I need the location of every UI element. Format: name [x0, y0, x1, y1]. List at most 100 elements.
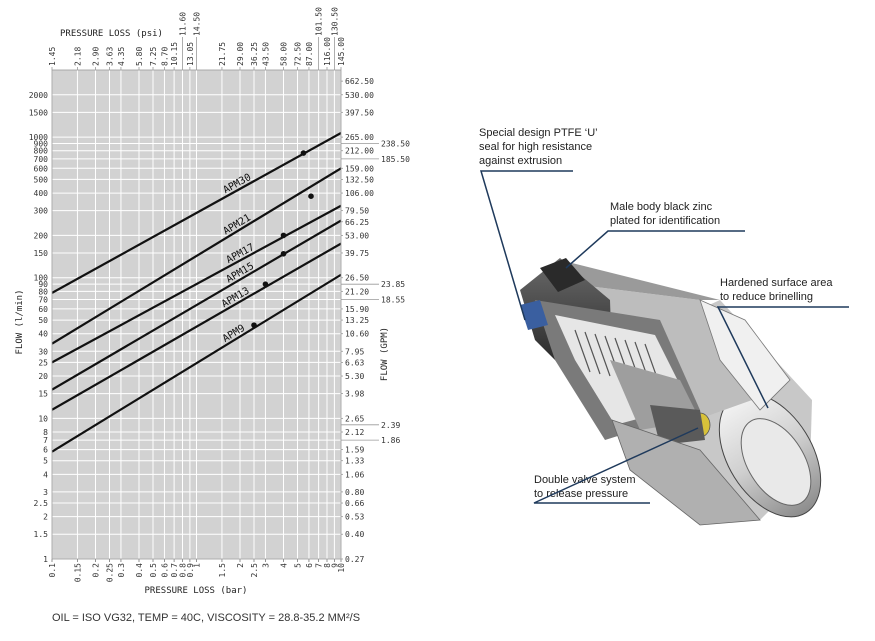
x-tick-label: 2.5: [250, 563, 259, 578]
series-line-apm15: [52, 219, 341, 391]
callout-male-body-line-1: Male body black zinc: [610, 201, 713, 213]
x-tick-label: 0.15: [73, 563, 82, 582]
y2-tick-label: 132.50: [345, 175, 374, 184]
x2-tick-label: 7.25: [149, 47, 158, 66]
series-markers: [251, 150, 314, 328]
x2-tick-label: 14.50: [193, 12, 202, 36]
x2-tick-label: 11.60: [178, 12, 187, 36]
y-tick-label: 600: [34, 164, 49, 173]
callout-ptfe-seal-line-2: seal for high resistance: [479, 141, 592, 153]
series-line-apm30: [52, 132, 341, 294]
x-tick-label: 0.1: [48, 563, 57, 578]
x2-tick-label: 1.45: [48, 47, 57, 66]
x-tick-label: 1: [193, 563, 202, 568]
y-tick-label: 80: [38, 287, 48, 296]
y2-tick-label: 212.00: [345, 147, 374, 156]
y2-tick-label: 79.50: [345, 207, 369, 216]
x-tick-label: 9: [330, 563, 339, 568]
x2-tick-label: 116.00: [323, 37, 332, 66]
callout-male-body-line-2: plated for identification: [610, 215, 720, 227]
y2-tick-label: 39.75: [345, 249, 369, 258]
x2-tick-label: 72.50: [294, 42, 303, 66]
quick-coupling-cutaway-icon: [520, 258, 822, 526]
y-tick-label: 2: [43, 513, 48, 522]
x-tick-label: 0.2: [91, 563, 100, 578]
y2-tick-label: 1.33: [345, 457, 364, 466]
y2-tick-label: 397.50: [345, 108, 374, 117]
x2-tick-label: 101.50: [315, 7, 324, 36]
y2-tick-label: 2.65: [345, 414, 364, 423]
y2-tick-label: 265.00: [345, 133, 374, 142]
y-tick-label: 2000: [29, 91, 48, 100]
x-tick-label: 1.5: [218, 563, 227, 578]
y2-tick-label: 13.25: [345, 316, 369, 325]
series-marker-apm15: [280, 250, 287, 257]
callout-ptfe-seal: Special design PTFE ‘U’ seal for high re…: [479, 127, 598, 321]
y-tick-label: 3: [43, 488, 48, 497]
callout-male-body: Male body black zinc plated for identifi…: [565, 201, 745, 269]
test-conditions-note: OIL = ISO VG32, TEMP = 40C, VISCOSITY = …: [52, 612, 361, 624]
y-tick-label: 20: [38, 372, 48, 381]
y-tick-label: 1000: [29, 133, 48, 142]
y-tick-label: 700: [34, 155, 49, 164]
callout-hardened-surface: Hardened surface area to reduce brinelli…: [716, 277, 849, 409]
x2-tick-label: 36.25: [250, 42, 259, 66]
y-tick-label: 90: [38, 280, 48, 289]
y-tick-label: 70: [38, 296, 48, 305]
y2-tick-label: 66.25: [345, 218, 369, 227]
series-marker-apm30: [300, 150, 307, 156]
series-line-apm21: [52, 167, 341, 345]
y2-tick-label: 1.86: [381, 436, 400, 445]
y-tick-label: 150: [34, 249, 49, 258]
series-line-apm17: [52, 204, 341, 364]
y2-tick-label: 185.50: [381, 155, 410, 164]
x2-tick-label: 10.15: [170, 42, 179, 66]
y2-axis-title: FLOW (GPM): [380, 327, 390, 381]
x2-tick-label: 3.63: [106, 47, 115, 66]
series-marker-apm17: [280, 232, 287, 239]
y2-tick-label: 0.80: [345, 488, 364, 497]
y-tick-label: 500: [34, 175, 49, 184]
y2-tick-label: 0.53: [345, 513, 364, 522]
x-tick-label: 0.9: [186, 563, 195, 578]
x-tick-label: 10: [337, 563, 346, 573]
x2-tick-label: 43.50: [261, 42, 270, 66]
x-axis-title: PRESSURE LOSS (bar): [145, 586, 248, 596]
y2-tick-label: 0.66: [345, 499, 364, 508]
y-tick-label: 8: [43, 428, 48, 437]
y2-tick-label: 0.40: [345, 530, 364, 539]
y-tick-label: 100: [34, 274, 49, 283]
x2-tick-label: 29.00: [236, 42, 245, 66]
y-tick-label: 7: [43, 436, 48, 445]
y2-tick-label: 159.00: [345, 164, 374, 173]
y2-tick-label: 3.98: [345, 390, 364, 399]
y2-tick-label: 662.50: [345, 77, 374, 86]
x2-tick-label: 4.35: [117, 47, 126, 66]
x-tick-label: 3: [261, 563, 270, 568]
y-tick-label: 300: [34, 207, 49, 216]
y2-tick-label: 106.00: [345, 189, 374, 198]
y-tick-label: 400: [34, 189, 49, 198]
y-tick-label: 6: [43, 446, 48, 455]
x-tick-label: 0.4: [135, 563, 144, 578]
x-tick-label: 8: [323, 563, 332, 568]
x2-tick-label: 130.50: [330, 7, 339, 36]
x-tick-label: 6: [305, 563, 314, 568]
series-line-apm13: [52, 242, 341, 411]
y-tick-label: 15: [38, 390, 48, 399]
x-tick-label: 4: [279, 563, 288, 568]
y-tick-label: 1: [43, 555, 48, 564]
x-tick-label: 7: [315, 563, 324, 568]
y-tick-labels: 11.522.534567810152025304050607080901001…: [29, 91, 48, 564]
y2-tick-label: 1.59: [345, 446, 364, 455]
y-tick-label: 2.5: [34, 499, 49, 508]
y2-tick-label: 6.63: [345, 358, 364, 367]
y2-tick-label: 7.95: [345, 347, 364, 356]
series-line-apm9: [52, 273, 341, 453]
x2-tick-label: 58.00: [279, 42, 288, 66]
y2-tick-label: 2.12: [345, 428, 364, 437]
x-tick-label: 0.8: [178, 563, 187, 578]
x2-tick-label: 87.00: [305, 42, 314, 66]
